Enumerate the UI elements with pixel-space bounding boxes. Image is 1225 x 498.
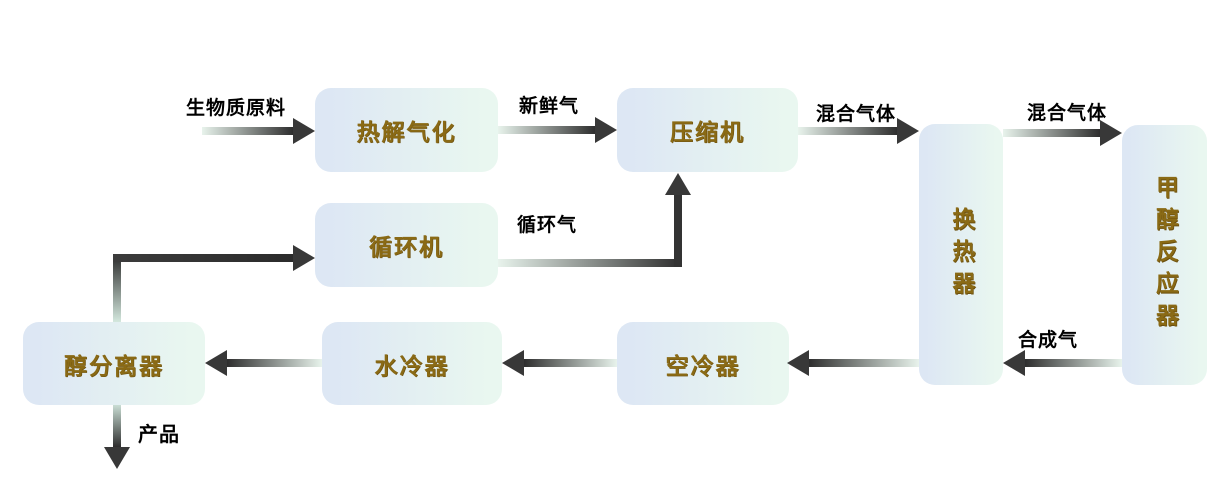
arrow-shaft-heat-exchanger-to-reactor [1003, 129, 1100, 137]
node-compressor: 压缩机 [617, 88, 798, 172]
node-label-pyrolysis-gasifier: 热解气化 [356, 120, 457, 145]
arrow-shaft-recycler-horizontal [498, 259, 682, 267]
stream-label-syngas: 合成气 [1018, 330, 1079, 351]
stream-label-mixed-gas-1: 混合气体 [816, 104, 897, 125]
node-methanol-reactor: 甲醇反应器 [1122, 125, 1207, 385]
arrow-head-separator-to-recycler [293, 245, 315, 271]
node-alcohol-separator: 醇分离器 [23, 322, 205, 405]
node-label-air-cooler: 空冷器 [665, 353, 741, 379]
arrow-shaft-compressor-to-heat-exchanger [798, 127, 897, 135]
node-label-heat-exchanger: 换热器 [949, 206, 974, 303]
arrow-head-heat-exchanger-to-reactor [1100, 120, 1122, 146]
node-water-cooler: 水冷器 [322, 322, 502, 405]
arrow-shaft-separator-to-product [113, 405, 121, 447]
arrow-head-pyrolysis-to-compressor [595, 117, 617, 143]
arrow-head-compressor-to-heat-exchanger [897, 118, 919, 144]
arrow-head-biomass-to-pyrolysis [293, 118, 315, 144]
node-label-recycle-compressor: 循环机 [369, 235, 444, 260]
node-recycle-compressor: 循环机 [315, 203, 498, 287]
node-label-methanol-reactor: 甲醇反应器 [1152, 175, 1178, 335]
stream-label-fresh-gas: 新鲜气 [519, 96, 580, 117]
node-heat-exchanger: 换热器 [919, 124, 1003, 385]
arrow-shaft-separator-horizontal [113, 254, 293, 262]
arrow-shaft-recycler-vertical [674, 194, 682, 267]
arrow-head-reactor-to-heat-exchanger [1003, 350, 1025, 376]
arrow-head-water-cooler-to-separator [205, 350, 227, 376]
stream-label-product: 产品 [138, 424, 180, 446]
node-label-alcohol-separator: 醇分离器 [64, 353, 164, 379]
arrow-shaft-air-cooler-to-water-cooler [524, 359, 617, 367]
arrow-shaft-pyrolysis-to-compressor [498, 126, 595, 134]
arrow-shaft-heat-exchanger-to-air-cooler [809, 359, 919, 367]
arrow-shaft-water-cooler-to-separator [227, 359, 322, 367]
arrow-head-recycler-to-compressor [665, 173, 691, 195]
arrow-head-separator-to-product [104, 447, 130, 469]
node-pyrolysis-gasifier: 热解气化 [315, 88, 498, 172]
arrow-shaft-separator-vertical [113, 256, 121, 322]
stream-label-biomass-feed: 生物质原料 [186, 98, 287, 119]
stream-label-recycle-gas: 循环气 [517, 215, 578, 236]
arrow-head-heat-exchanger-to-air-cooler [787, 350, 809, 376]
arrow-head-air-cooler-to-water-cooler [502, 350, 524, 376]
arrow-shaft-biomass-to-pyrolysis [202, 127, 293, 135]
node-air-cooler: 空冷器 [617, 322, 789, 405]
stream-label-mixed-gas-2: 混合气体 [1027, 103, 1108, 124]
arrow-shaft-reactor-to-heat-exchanger [1025, 359, 1122, 367]
node-label-compressor: 压缩机 [670, 120, 745, 145]
node-label-water-cooler: 水冷器 [374, 353, 450, 379]
